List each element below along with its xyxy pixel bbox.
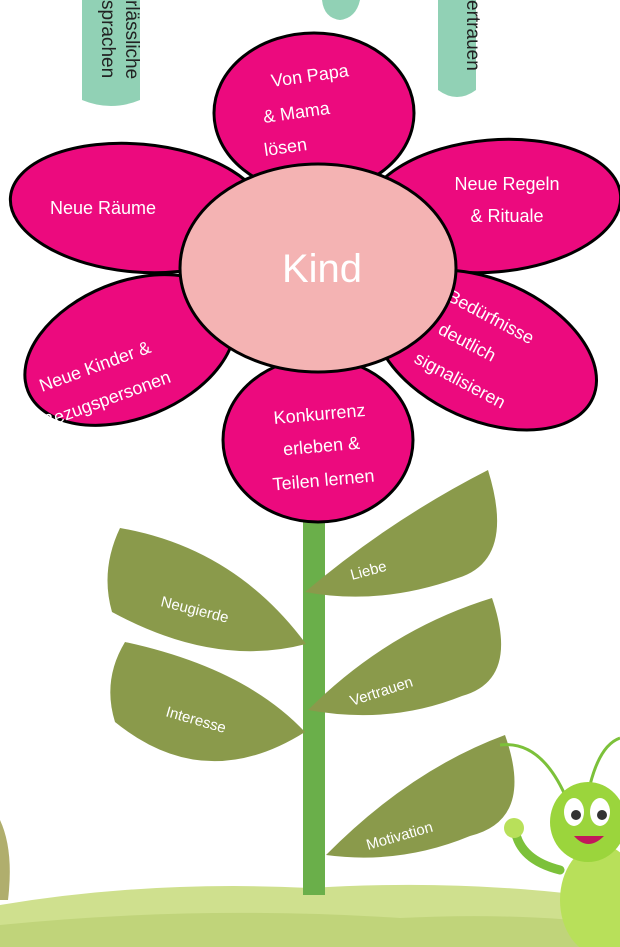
center-label: Kind	[282, 247, 362, 291]
petal-bottom: Konkurrenz erleben & Teilen lernen	[221, 356, 415, 524]
petal-line: & Rituale	[470, 206, 543, 226]
petal-top: Von Papa & Mama lösen	[212, 31, 416, 195]
petal-line: Neue Regeln	[454, 174, 559, 194]
petal-lower-left: Neue Kinder & Bezugspersonen	[23, 273, 237, 432]
ground	[0, 820, 620, 947]
leaf-motivation: Motivation	[326, 735, 515, 858]
leaf-neugierde: Neugierde	[107, 528, 306, 652]
leaf-interesse: Interesse	[110, 642, 305, 762]
stem	[303, 470, 325, 895]
raindrop-left: rlässliche sprachen	[82, 0, 142, 106]
grasshopper-illustration	[499, 736, 620, 947]
raindrop-left-line-1: rlässliche	[121, 0, 142, 79]
leaf-liebe: Liebe	[305, 470, 498, 597]
raindrop-right: ertrauen	[438, 0, 483, 97]
petal-line: Neue Räume	[50, 198, 156, 218]
raindrop-top-fragment	[322, 0, 360, 20]
raindrop-left-line-2: sprachen	[97, 0, 118, 78]
flower-center: Kind	[178, 162, 458, 374]
raindrop-right-line-1: ertrauen	[462, 0, 483, 71]
leaf-vertrauen: Vertrauen	[308, 598, 502, 716]
